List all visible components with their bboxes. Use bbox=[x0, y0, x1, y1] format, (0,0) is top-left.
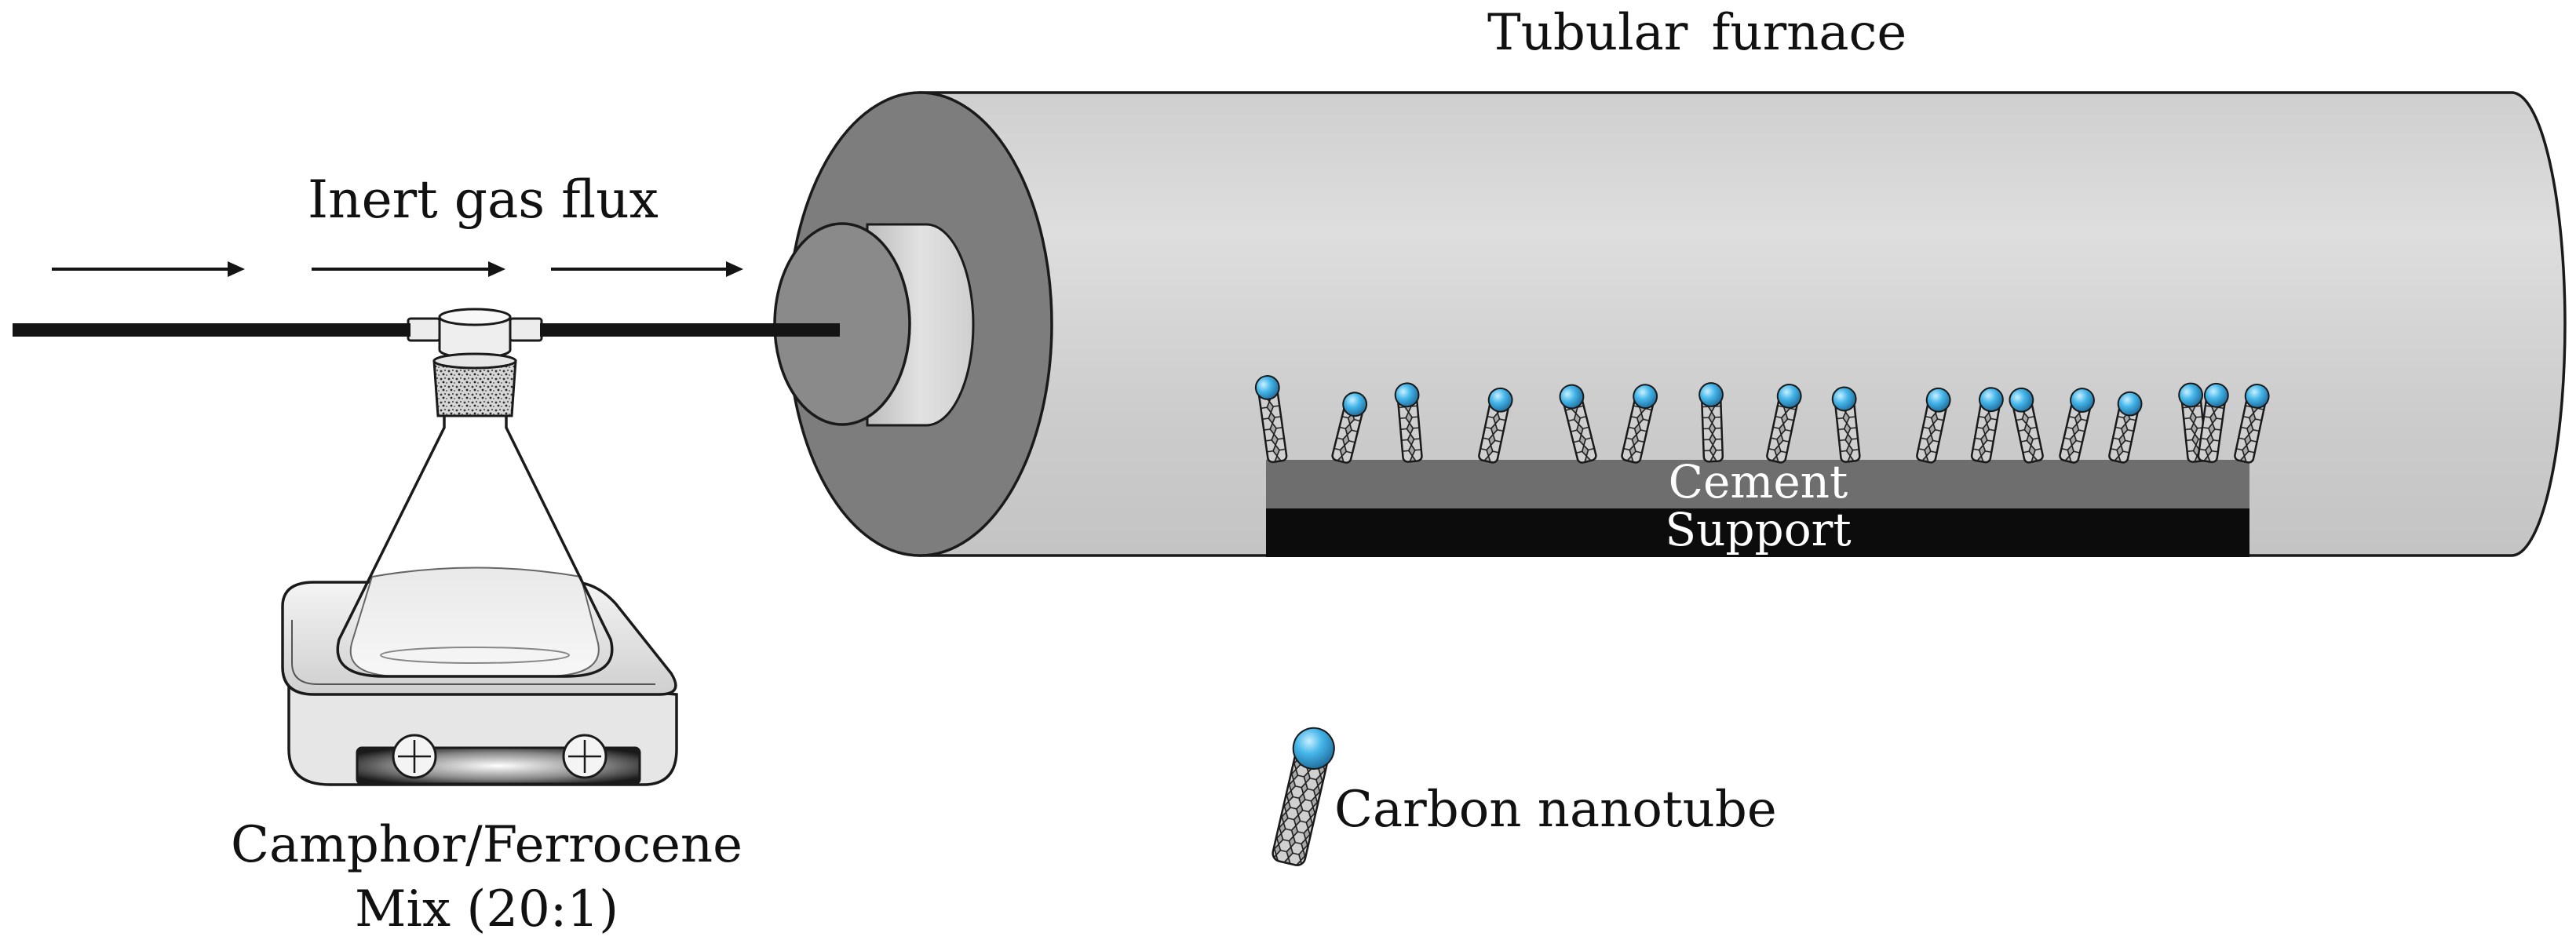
gas-pipe-right bbox=[534, 323, 840, 337]
nanotube bbox=[1621, 384, 1658, 464]
control-knob-left bbox=[392, 734, 437, 779]
flux-arrows bbox=[52, 261, 743, 277]
carbon-nanotube-label: Carbon nanotube bbox=[1334, 781, 1777, 839]
flux-arrow bbox=[52, 261, 245, 277]
flux-arrow bbox=[551, 261, 743, 277]
gas-flux-label: Inert gas flux bbox=[308, 169, 659, 230]
mix-label-line2: Mix (20:1) bbox=[354, 880, 619, 938]
tubular-furnace bbox=[773, 91, 2567, 557]
nanotube bbox=[2108, 391, 2143, 464]
nanotube bbox=[2059, 388, 2095, 464]
nanotube bbox=[1478, 387, 1513, 464]
support-label: Support bbox=[1665, 503, 1852, 556]
mix-label-line1: Camphor/Ferrocene bbox=[231, 816, 743, 874]
valve-arm-left bbox=[407, 317, 441, 342]
nanotube bbox=[1331, 392, 1368, 464]
valve-top bbox=[438, 308, 512, 326]
nanotube bbox=[1831, 386, 1861, 463]
nanotube bbox=[2009, 387, 2044, 464]
gas-line bbox=[13, 308, 840, 417]
furnace-body bbox=[918, 91, 2567, 557]
flux-arrow bbox=[312, 261, 505, 277]
legend-nanotube-icon bbox=[1272, 727, 1335, 866]
nanotube bbox=[1394, 382, 1423, 463]
nanotube bbox=[2234, 383, 2270, 464]
nanotube bbox=[2197, 382, 2229, 464]
nanotube bbox=[1698, 382, 1724, 463]
flask-liquid bbox=[349, 567, 600, 677]
nanotube bbox=[1559, 384, 1597, 464]
valve-arm-right bbox=[509, 317, 543, 342]
nanotube bbox=[1766, 383, 1802, 464]
cement-layer bbox=[1266, 460, 2249, 508]
furnace-title: Tubular furnace bbox=[1487, 4, 1907, 62]
legend-nanotube bbox=[1272, 727, 1335, 866]
flask-glass bbox=[336, 416, 614, 678]
nanotube-array bbox=[1254, 375, 2270, 464]
control-knob-right bbox=[562, 734, 608, 779]
support-layer bbox=[1266, 508, 2249, 557]
nanotube bbox=[1916, 387, 1951, 464]
nanotube bbox=[1254, 375, 1288, 464]
cement-label: Cement bbox=[1668, 455, 1848, 508]
erlenmeyer-flask bbox=[336, 416, 614, 678]
gas-pipe-left bbox=[13, 323, 421, 337]
nanotube bbox=[1970, 387, 2004, 464]
